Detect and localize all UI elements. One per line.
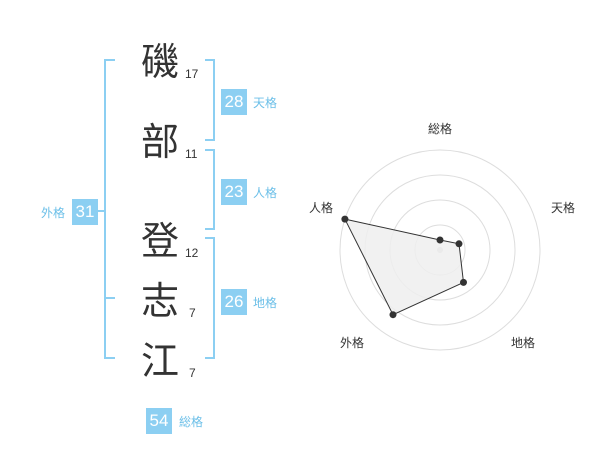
radar-axis-label-tenkaku: 天格: [551, 201, 576, 215]
tenkaku-label: 天格: [253, 96, 278, 110]
gaikaku-value: 31: [72, 199, 98, 225]
soukaku-label: 総格: [179, 415, 204, 429]
radar-axis-label-gaikaku: 外格: [340, 336, 365, 350]
radar-axis-label-chikaku: 地格: [511, 336, 536, 350]
radar-axis-label-soukaku: 総格: [428, 122, 453, 136]
radar-point-4: [389, 311, 397, 319]
stroke-count-4: 7: [189, 306, 196, 320]
name-char-4: 志: [141, 279, 180, 323]
name-char-5: 江: [141, 339, 180, 383]
radar-axis-label-jinkaku: 人格: [309, 201, 334, 215]
jinkaku-value: 23: [221, 179, 247, 205]
jinkaku-label: 人格: [253, 186, 278, 200]
radar-point-3: [460, 278, 467, 286]
stroke-count-5: 7: [189, 366, 196, 380]
chikaku-label: 地格: [253, 296, 278, 310]
gaikaku-label: 外格: [41, 206, 66, 220]
tenkaku-value: 28: [221, 89, 247, 115]
radar-ring: [339, 149, 541, 351]
soukaku-value: 54: [146, 408, 172, 434]
radar-point-5: [341, 215, 349, 223]
chikaku-value: 26: [221, 289, 247, 315]
stroke-count-3: 12: [185, 246, 199, 260]
stroke-count-1: 17: [185, 67, 199, 81]
stroke-count-2: 11: [185, 147, 198, 161]
name-char-1: 磯: [141, 40, 180, 84]
name-char-2: 部: [141, 120, 180, 164]
radar-area: [343, 218, 465, 316]
radar-point-1: [436, 236, 444, 244]
radar-point-2: [455, 240, 463, 248]
name-char-3: 登: [141, 219, 180, 263]
